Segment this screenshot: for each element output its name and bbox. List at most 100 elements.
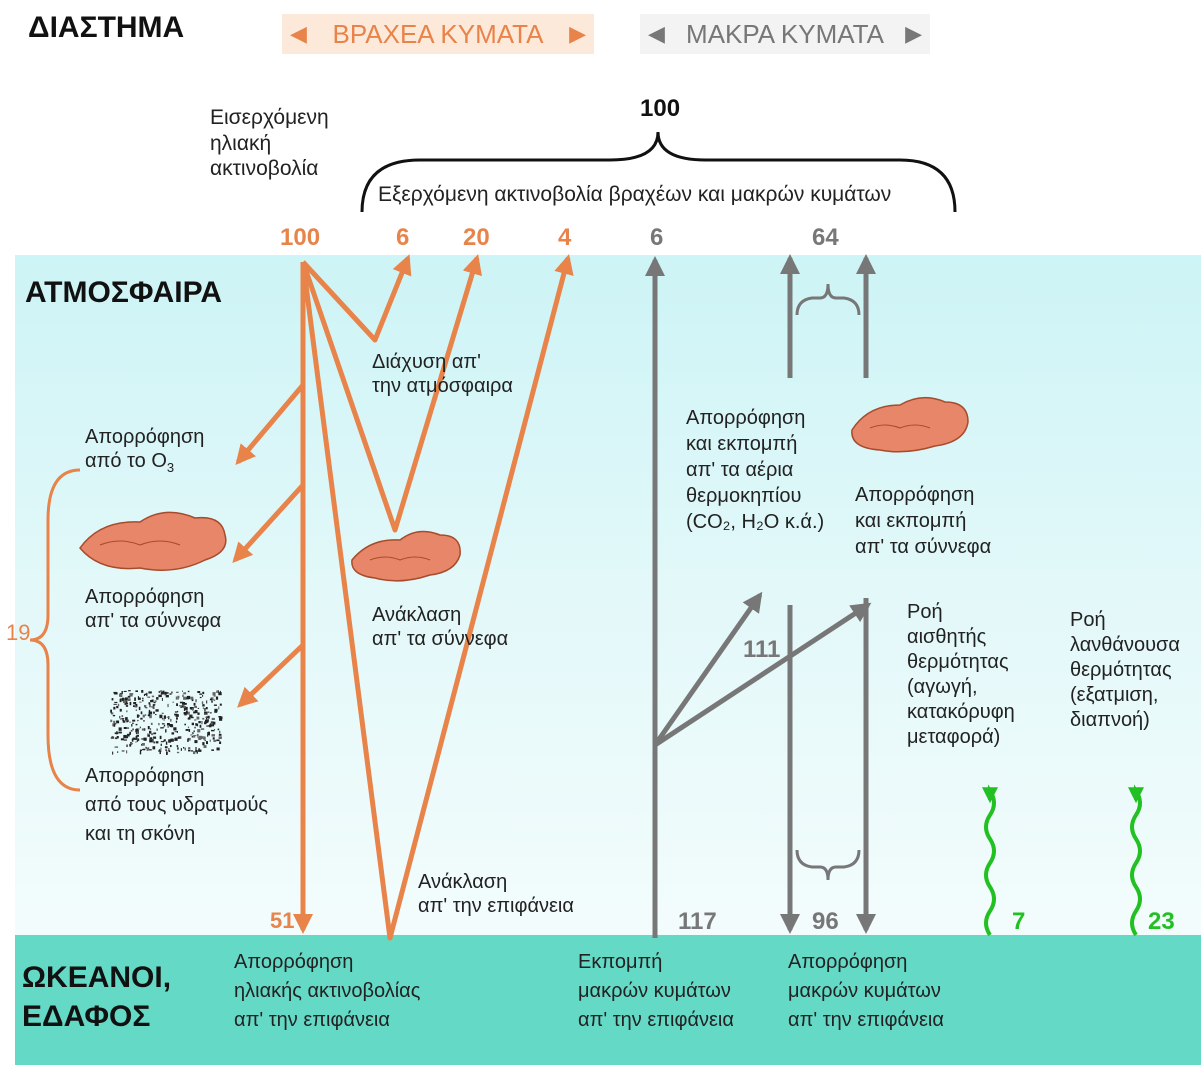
dust-speck <box>213 737 215 739</box>
dust-speck <box>194 719 196 720</box>
dust-speck <box>126 705 128 707</box>
dust-speck <box>142 743 145 746</box>
ozone-label: Απορρόφηση από το O3 <box>85 425 204 476</box>
dust-speck <box>202 695 203 697</box>
dust-speck <box>195 710 198 713</box>
dust-speck <box>176 697 177 700</box>
dust-speck <box>167 723 170 726</box>
dust-speck <box>168 739 171 742</box>
dust-speck <box>148 748 149 749</box>
dust-speck <box>175 731 177 732</box>
dust-speck <box>159 691 160 693</box>
dust-speck <box>218 729 220 731</box>
dust-speck <box>153 737 156 739</box>
dust-speck <box>206 741 208 744</box>
dust-speck <box>170 745 172 747</box>
dust-speck <box>110 710 112 713</box>
dust-speck <box>155 700 157 702</box>
dust-speck <box>134 706 137 707</box>
dust-speck <box>170 719 171 722</box>
dust-speck <box>182 691 183 693</box>
dust-speck <box>160 727 163 728</box>
dust-speck <box>112 736 114 737</box>
dust-speck <box>178 736 181 738</box>
dust-speck <box>176 721 177 723</box>
dust-speck <box>206 700 207 703</box>
cloud-reflect-value: 20 <box>463 224 490 252</box>
dust-speck <box>188 750 191 752</box>
dust-speck <box>203 707 204 709</box>
dust-speck <box>147 697 150 698</box>
dust-speck <box>204 723 206 725</box>
dust-speck <box>167 717 170 718</box>
dust-speck <box>213 740 216 742</box>
diffusion-label: Διάχυση απ' την ατμόσφαιρα <box>372 350 513 399</box>
dust-speck <box>144 705 146 707</box>
dust-speck <box>149 731 151 734</box>
dust-speck <box>161 741 164 742</box>
dust-speck <box>122 715 124 717</box>
dust-speck <box>128 690 131 691</box>
dust-speck <box>170 739 173 742</box>
arrow-latent <box>1132 791 1140 935</box>
dust-speck <box>124 739 127 741</box>
dust-speck <box>162 713 164 714</box>
dust-speck <box>114 704 117 705</box>
dust-speck <box>202 718 204 720</box>
dust-speck <box>165 729 166 732</box>
dust-speck <box>187 696 190 699</box>
dust-speck <box>147 734 150 736</box>
dust-speck <box>206 726 208 727</box>
dust-speck <box>188 747 190 748</box>
dust-speck <box>197 729 200 732</box>
dust-speck <box>158 751 161 752</box>
dust-speck <box>194 740 197 743</box>
dust-speck <box>129 722 131 723</box>
surface-lw-out-value: 6 <box>650 224 663 252</box>
dust-speck <box>112 698 114 700</box>
dust-speck <box>121 738 124 740</box>
dust-speck <box>158 723 159 725</box>
dust-speck <box>138 698 141 700</box>
legend-longwave: ◀ ΜΑΚΡΑ ΚΥΜΑΤΑ ▶ <box>640 14 930 54</box>
surface-reflect-value: 4 <box>558 224 571 252</box>
dust-speck <box>125 717 128 720</box>
dust-speck <box>160 748 161 751</box>
dust-speck <box>141 711 143 714</box>
dust-speck <box>164 715 166 718</box>
space-label: ΔΙΑΣΤΗΜΑ <box>28 10 184 47</box>
dust-speck <box>194 706 197 708</box>
dust-speck <box>183 705 185 708</box>
dust-speck <box>133 702 136 704</box>
dust-speck <box>153 733 156 735</box>
dust-speck <box>126 721 128 723</box>
dust-speck <box>189 716 191 718</box>
dust-speck <box>192 736 194 737</box>
dust-speck <box>212 718 215 720</box>
dust-speck <box>124 691 127 692</box>
dust-speck <box>117 751 118 753</box>
dust-speck <box>219 731 220 734</box>
dust-speck <box>138 728 139 729</box>
dust-speck <box>194 731 195 733</box>
dust-speck <box>149 737 152 739</box>
dust-speck <box>162 723 165 724</box>
dust-speck <box>165 746 168 748</box>
dust-speck <box>120 709 122 712</box>
dust-speck <box>120 698 121 701</box>
dust-speck <box>192 708 194 710</box>
dust-speck <box>126 750 127 753</box>
dust-speck <box>129 744 131 747</box>
clouds-abs-label: Απορρόφηση απ' τα σύννεφα <box>85 585 221 634</box>
dust-speck <box>149 702 151 704</box>
dust-speck <box>198 750 201 752</box>
dust-speck <box>189 729 191 732</box>
dust-speck <box>139 707 141 710</box>
dust-speck <box>128 699 130 701</box>
back-radiation-value: 96 <box>812 908 839 936</box>
dust-speck <box>142 700 143 702</box>
dust-speck <box>145 707 147 708</box>
dust-speck <box>212 734 216 736</box>
dust-speck <box>192 732 194 733</box>
dust-speck <box>136 710 137 711</box>
